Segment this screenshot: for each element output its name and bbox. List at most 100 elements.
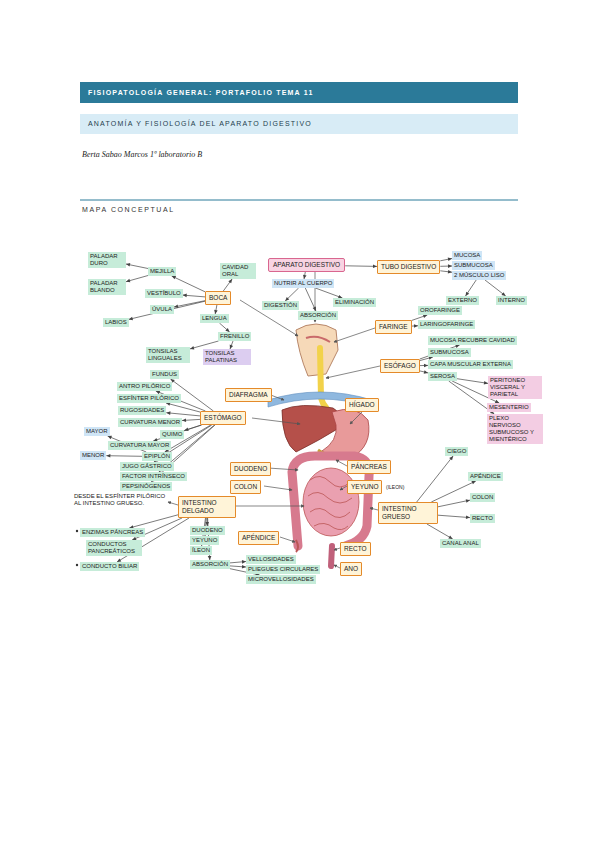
concept-box: VESTÍBULO [145, 289, 183, 298]
connector-line [420, 371, 428, 373]
author-line: Berta Sabao Marcos 1º laboratorio B [82, 150, 202, 159]
concept-box: QUIMO [160, 430, 184, 439]
leader-line [326, 366, 380, 378]
esophagus [320, 348, 338, 416]
arrow-head [174, 304, 178, 308]
node-text: APARATO DIGESTIVO [273, 261, 340, 269]
connector-line [457, 379, 488, 384]
organ-box: FARINGE [375, 320, 412, 334]
connector-arrow [223, 279, 232, 291]
organ-box: ESTÓMAGO [200, 411, 246, 425]
node-text: LENGUA [202, 315, 227, 322]
node-text: ÚVULA [152, 306, 172, 313]
leader-line [168, 502, 178, 505]
connector-arrow [106, 454, 142, 458]
concept-box: DIGESTIÓN [262, 301, 299, 310]
concept-box: SUBMUCOSA [428, 348, 471, 357]
appendix [296, 540, 298, 552]
concept-box: FRENILLO [218, 332, 251, 341]
node-text: NUTRIR AL CUERPO [274, 280, 332, 287]
concept-box: MAYOR [84, 427, 110, 436]
node-text: FACTOR INTRÍNSECO [122, 473, 185, 480]
connector-arrow [230, 341, 233, 349]
concept-box: YEYUNO [190, 536, 219, 545]
node-text: CONDUCTO BILIAR [82, 563, 137, 570]
connector-line [466, 280, 477, 296]
node-text: FRENILLO [220, 333, 249, 340]
leader-line [268, 468, 298, 470]
connector-arrow [417, 456, 453, 502]
organ-box: DIAFRAGMA [225, 388, 272, 402]
connector-line [438, 500, 470, 507]
arrow-head [190, 346, 194, 349]
organ-box: PÁNCREAS [347, 460, 391, 474]
node-text: CANAL ANAL [442, 540, 479, 547]
concept-box: EPIPLÓN [142, 452, 172, 461]
concept-box: CURVATURA MAYOR [108, 441, 171, 450]
node-text: COLON [234, 483, 257, 491]
node-text: ÍLEON [192, 547, 210, 554]
organ-box: INTESTINO GRUESO [378, 502, 438, 524]
node-text: MUCOSA [454, 252, 480, 259]
connector-line [129, 515, 178, 528]
bullet [76, 564, 78, 566]
oral-cavity [306, 337, 330, 342]
connector-line [440, 259, 452, 261]
connector-arrow [153, 425, 201, 441]
connector-line [166, 403, 200, 412]
connector-line [174, 301, 205, 307]
node-text: PERITONEO VISCERAL Y PARIETAL [490, 377, 540, 398]
node-text: CURVATURA MAYOR [110, 442, 169, 449]
connector-arrow [420, 364, 428, 368]
node-text: PALADAR DURO [90, 253, 124, 267]
node-text: PLEXO NERVIOSO SUBMUCOSO Y MIENTÉRICO [489, 415, 541, 443]
concept-box: PLIEGUES CIRCULARES [246, 565, 320, 574]
connector-arrow [182, 418, 200, 422]
concept-box: CAPA MUSCULAR EXTERNA [428, 360, 513, 369]
node-text: YEYUNO [351, 483, 378, 491]
connector-line [420, 365, 428, 366]
concept-box: CIEGO [445, 447, 468, 456]
node-text: ANATOMÍA Y FISIOLOGÍA DEL APARATO DIGEST… [88, 120, 510, 128]
concept-box: FUNDUS [150, 370, 179, 379]
connector-line [485, 280, 506, 296]
node-text: SUBMUCOSA [454, 262, 493, 269]
concept-box: INTERNO [496, 296, 527, 305]
node-text: MAYOR [86, 428, 108, 435]
connector-line [207, 518, 208, 526]
concept-box: CONDUCTO BILIAR [80, 562, 139, 571]
concept-box: SUBMUCOSA [452, 261, 495, 270]
concept-box: MESENTERIO [487, 403, 531, 412]
concept-box: OROFARINGE [418, 306, 462, 315]
connector-arrow [214, 305, 218, 314]
connector-arrow [126, 263, 148, 268]
connector-arrow [166, 402, 200, 412]
connector-line [182, 419, 200, 420]
connector-arrow [466, 280, 477, 296]
concept-box: DUODENO [190, 526, 225, 535]
connector-line [304, 272, 305, 279]
concept-box: MEJILLA [148, 267, 176, 276]
node-text: DUODENO [192, 527, 223, 534]
connector-arrow [440, 270, 452, 274]
node-text: FUNDUS [152, 371, 177, 378]
connector-arrow [183, 294, 205, 298]
concept-box: CANAL ANAL [440, 539, 481, 548]
arrow-head [182, 418, 186, 422]
node-text: TUBO DIGESTIVO [381, 263, 436, 271]
connector-arrow [129, 515, 178, 529]
concept-box: TONSILAS PALATINAS [203, 349, 251, 365]
connector-arrow [126, 276, 148, 283]
node-text: CURVATURA MENOR [120, 419, 180, 426]
node-text: JUGO GÁSTRICO [122, 463, 172, 470]
connector-line [166, 413, 200, 416]
arrow-head [126, 279, 130, 282]
arrow-head [184, 428, 188, 431]
title-band: FISIOPATOLOGÍA GENERAL: PORTAFOLIO TEMA … [80, 82, 518, 103]
connector-line [184, 425, 201, 431]
node-text: RUGOSIDADES [120, 407, 164, 414]
node-text: LABIOS [105, 319, 127, 326]
organ-box: DUODENO [230, 462, 271, 476]
node-text: RECTO [472, 515, 493, 522]
arrow-head [228, 279, 232, 283]
